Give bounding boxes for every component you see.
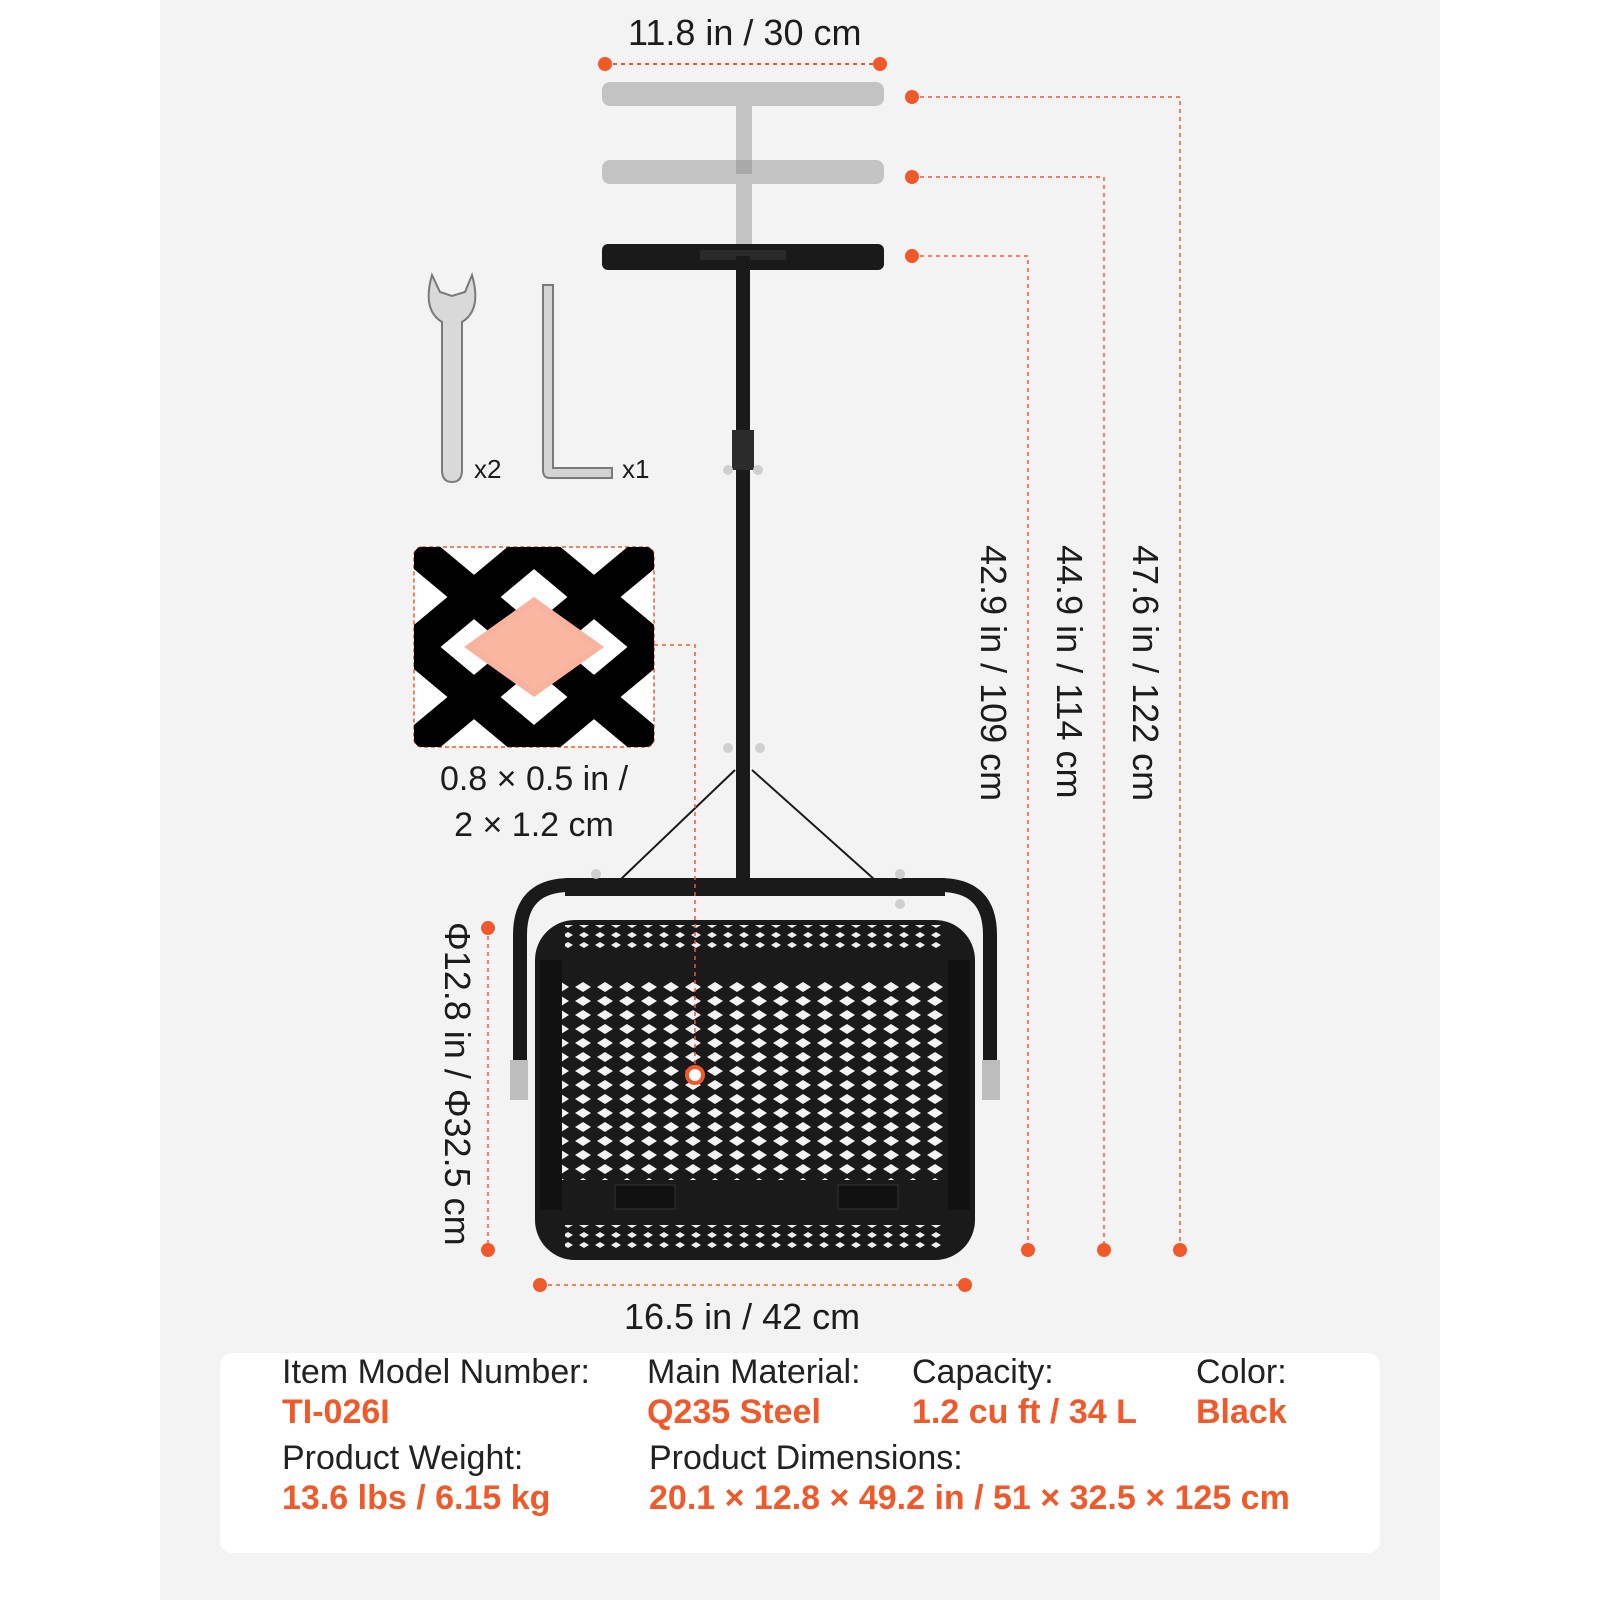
t-handle xyxy=(602,244,884,886)
handle-width-label: 11.8 in / 30 cm xyxy=(628,12,862,53)
wrench-quantity: x2 xyxy=(474,454,502,484)
drum-width-label: 16.5 in / 42 cm xyxy=(624,1296,861,1337)
drum-diameter-dimension xyxy=(481,921,495,1257)
handle-width-dimension xyxy=(598,57,887,71)
material-value: Q235 Steel xyxy=(647,1393,821,1431)
capacity-value: 1.2 cu ft / 34 L xyxy=(912,1393,1137,1431)
mesh-detail-callout xyxy=(413,546,705,1085)
weight-label: Product Weight: xyxy=(282,1439,524,1477)
specifications-panel: Item Model Number: TI-026I Main Material… xyxy=(220,1353,1380,1553)
height-dimension-high xyxy=(905,90,1187,1257)
mesh-size-label-line1: 0.8 × 0.5 in / xyxy=(439,760,629,798)
handle-position-high xyxy=(602,82,884,174)
height-low-label: 42.9 in / 109 cm xyxy=(973,545,1014,802)
mesh-drum xyxy=(535,920,975,1260)
color-label: Color: xyxy=(1196,1353,1287,1391)
hex-key-quantity: x1 xyxy=(622,454,650,484)
height-dimension-mid xyxy=(905,170,1111,1257)
drum-width-dimension xyxy=(533,1278,972,1292)
model-number-label: Item Model Number: xyxy=(282,1353,590,1391)
mesh-size-label-line2: 2 × 1.2 cm xyxy=(454,806,614,844)
hex-key-icon xyxy=(542,284,613,479)
height-mid-label: 44.9 in / 114 cm xyxy=(1049,545,1090,799)
wrench-icon xyxy=(427,271,477,484)
material-label: Main Material: xyxy=(647,1353,861,1391)
dimensions-value: 20.1 × 12.8 × 49.2 in / 51 × 32.5 × 125 … xyxy=(649,1479,1290,1517)
handle-position-mid xyxy=(602,160,884,252)
weight-value: 13.6 lbs / 6.15 kg xyxy=(282,1479,551,1517)
roller-frame xyxy=(510,869,1000,1100)
color-value: Black xyxy=(1196,1393,1287,1431)
drum-diameter-label: Φ12.8 in / Φ32.5 cm xyxy=(437,922,478,1246)
capacity-label: Capacity: xyxy=(912,1353,1054,1391)
height-dimension-low xyxy=(905,249,1035,1257)
model-number-value: TI-026I xyxy=(282,1393,390,1431)
dimensions-label: Product Dimensions: xyxy=(649,1439,963,1477)
height-high-label: 47.6 in / 122 cm xyxy=(1125,545,1166,802)
